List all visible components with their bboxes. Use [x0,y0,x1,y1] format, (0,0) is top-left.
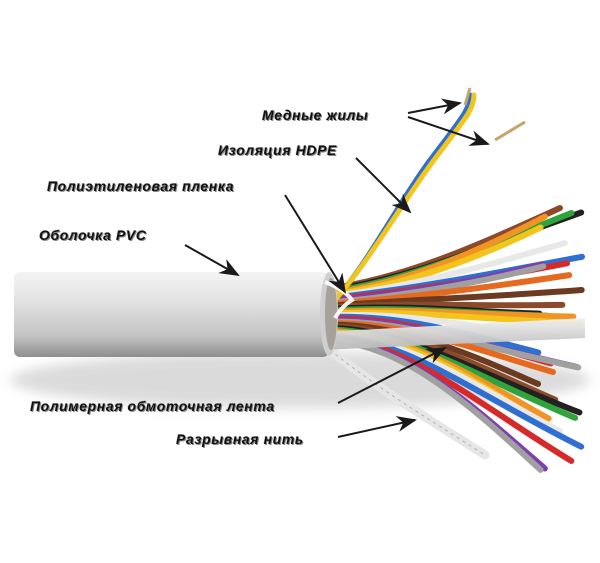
pvc-sheath [14,272,338,357]
label-rip-cord: Разрывная нить [176,431,304,447]
callout-arrows [184,98,490,438]
arrow-pe-film [284,194,347,294]
label-polymer-tape: Полимерная обмоточная лента [30,398,275,414]
label-hdpe-insulation: Изоляция HDPE [218,142,337,158]
arrow-polymer-tape [337,347,447,404]
arrow-copper-2 [407,116,490,146]
label-pe-film: Полиэтиленовая пленка [47,178,235,194]
twisted-pair-wire [332,92,477,303]
copper-conductor [494,120,526,142]
arrow-rip-cord [337,416,417,438]
arrow-pvc [184,244,240,276]
copper-conductor [463,87,472,106]
wire-bundle [317,87,585,473]
arrow-copper-1 [407,98,462,115]
label-pvc-sheath: Оболочка PVC [39,227,147,243]
polymer-tape [320,318,585,350]
label-copper-conductors: Медные жилы [262,107,369,123]
arrow-hdpe [355,157,412,214]
